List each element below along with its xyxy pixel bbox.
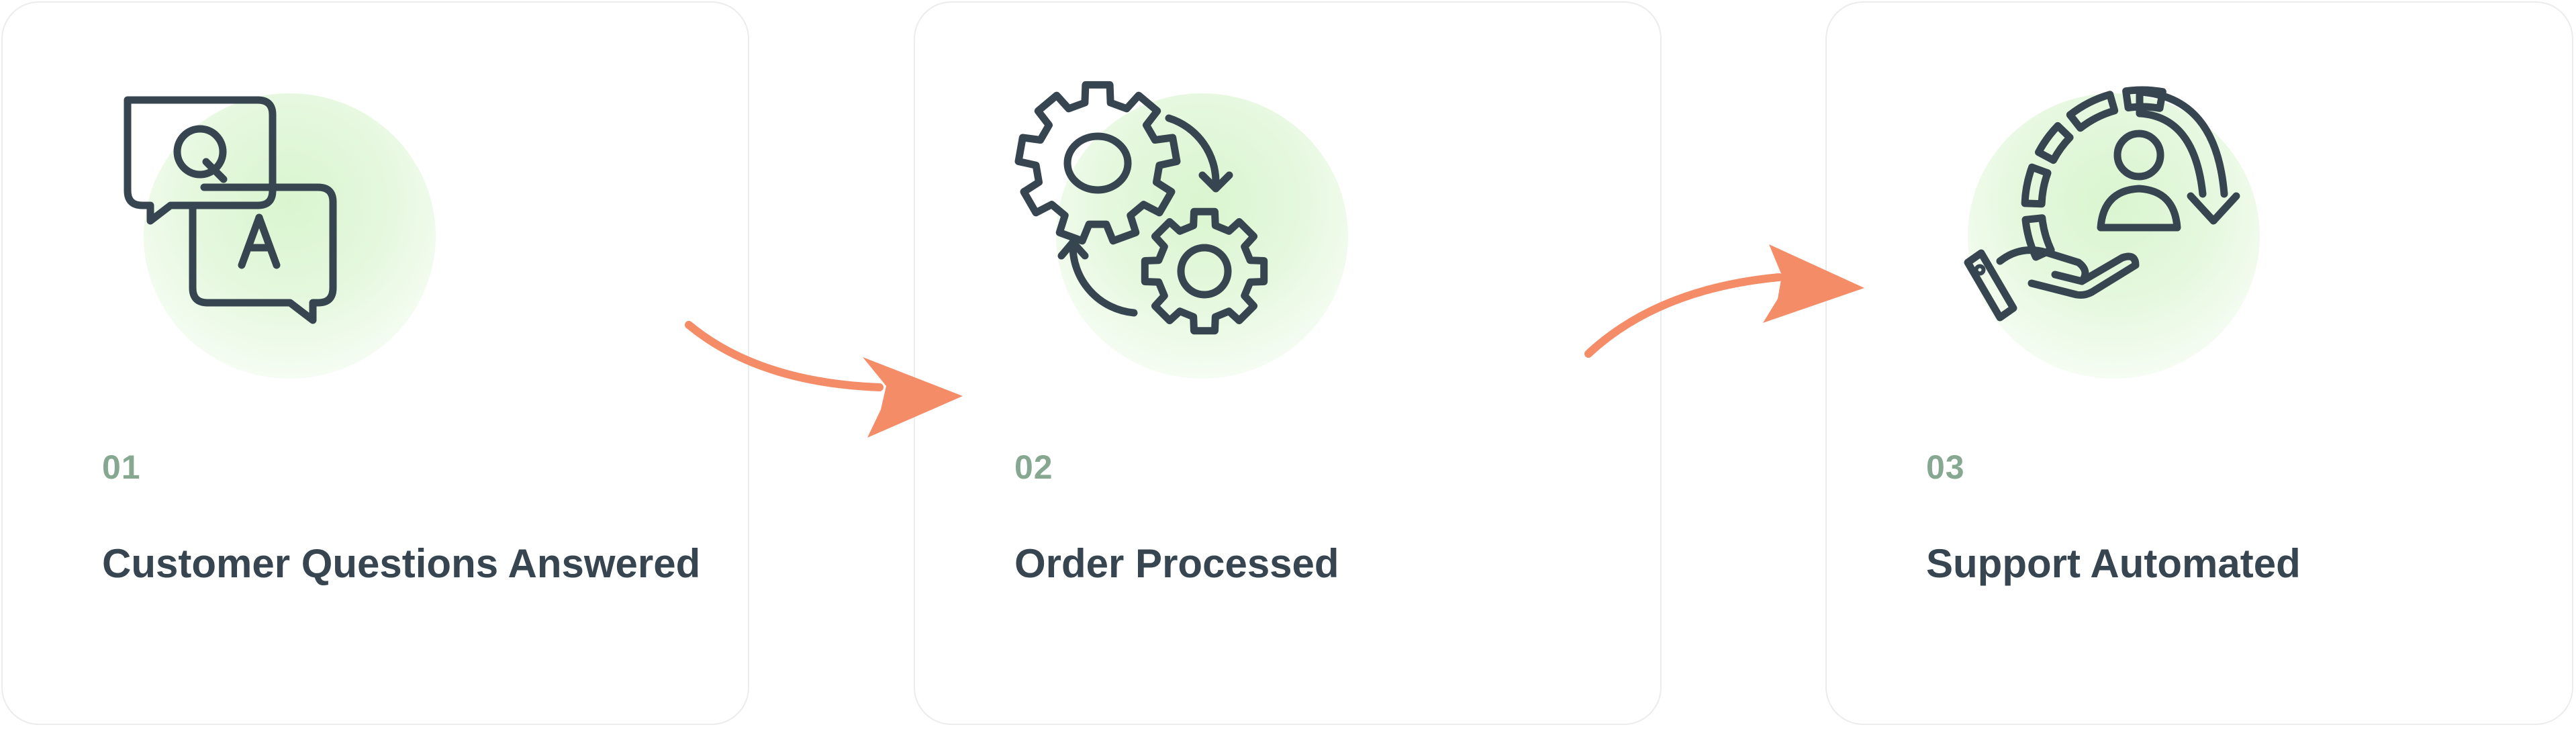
step-title: Customer Questions Answered (102, 541, 701, 586)
step-title: Support Automated (1926, 541, 2301, 586)
step-number: 02 (1014, 448, 1053, 486)
qa-chat-bubbles-icon: Q A (97, 80, 379, 348)
flow-arrow-1 (685, 321, 963, 438)
step-card-1: Q A 01 Customer Questions Answered (1, 1, 749, 725)
support-hand-user-icon (1921, 80, 2240, 348)
step-card-3: 03 Support Automated (1825, 1, 2573, 725)
flow-arrow-2 (1584, 244, 1864, 358)
step-number: 01 (102, 448, 141, 486)
step-card-2: 02 Order Processed (914, 1, 1662, 725)
step-title: Order Processed (1014, 541, 1339, 586)
gears-cycle-icon (1009, 80, 1291, 348)
step-number: 03 (1926, 448, 1965, 486)
